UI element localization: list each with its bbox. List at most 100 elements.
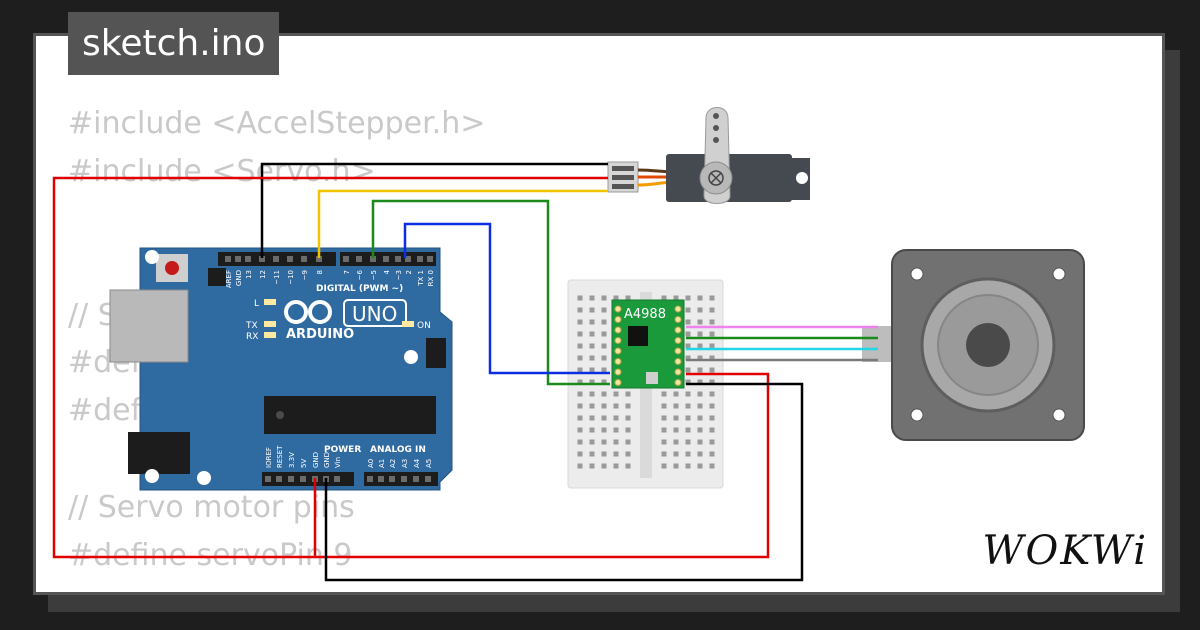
breadboard-hole bbox=[673, 439, 679, 445]
breadboard-hole bbox=[685, 391, 691, 397]
breadboard-hole bbox=[613, 295, 619, 301]
stepper-motor[interactable] bbox=[862, 249, 1085, 441]
breadboard-hole bbox=[685, 463, 691, 469]
pin-label: AREF bbox=[225, 270, 233, 288]
breadboard-hole bbox=[709, 355, 715, 361]
header-pin[interactable] bbox=[356, 256, 362, 262]
breadboard-hole bbox=[577, 319, 583, 325]
breadboard-hole bbox=[601, 379, 607, 385]
header-pin[interactable] bbox=[300, 476, 306, 482]
wire-servo-signal bbox=[317, 189, 608, 258]
driver-pin bbox=[674, 379, 682, 386]
breadboard-hole bbox=[625, 295, 631, 301]
header-pin[interactable] bbox=[334, 476, 340, 482]
power-analog-header[interactable] bbox=[262, 472, 438, 486]
power-jack bbox=[128, 432, 190, 474]
pin-label: GND bbox=[312, 452, 320, 468]
wokwi-logo: WOKWi bbox=[982, 528, 1148, 574]
wires bbox=[52, 162, 878, 582]
breadboard-hole bbox=[577, 367, 583, 373]
reset-button-cap[interactable] bbox=[165, 261, 179, 275]
header-pin[interactable] bbox=[405, 256, 411, 262]
driver-pin bbox=[674, 347, 682, 355]
digital-header[interactable] bbox=[218, 252, 436, 266]
servo-motor[interactable] bbox=[607, 107, 810, 204]
breadboard-hole bbox=[673, 295, 679, 301]
breadboard-hole bbox=[685, 451, 691, 457]
header-pin[interactable] bbox=[273, 256, 279, 262]
breadboard-hole bbox=[661, 415, 667, 421]
breadboard-hole bbox=[613, 451, 619, 457]
pin-label: ~3 bbox=[395, 270, 403, 280]
header-pin[interactable] bbox=[378, 476, 384, 482]
mount-hole bbox=[145, 469, 159, 483]
pin-label: 5V bbox=[300, 459, 308, 468]
breadboard-hole bbox=[661, 451, 667, 457]
breadboard-hole bbox=[685, 307, 691, 313]
header-pin[interactable] bbox=[288, 476, 294, 482]
arduino-brand-text: ARDUINO bbox=[286, 327, 354, 342]
breadboard-hole bbox=[577, 355, 583, 361]
breadboard-hole bbox=[589, 415, 595, 421]
breadboard-hole bbox=[613, 439, 619, 445]
code-line: // Servo motor pins bbox=[68, 490, 355, 525]
code-line: #include <Servo.h> bbox=[68, 154, 376, 189]
breadboard-hole bbox=[601, 331, 607, 337]
breadboard-hole bbox=[673, 391, 679, 397]
breadboard-hole bbox=[685, 427, 691, 433]
stepper-connector bbox=[862, 326, 896, 362]
header-pin[interactable] bbox=[427, 256, 433, 262]
breadboard-hole bbox=[709, 331, 715, 337]
breadboard-hole bbox=[577, 391, 583, 397]
header-pin[interactable] bbox=[301, 256, 307, 262]
breadboard-hole bbox=[613, 463, 619, 469]
header-pin[interactable] bbox=[367, 476, 373, 482]
header-pin[interactable] bbox=[259, 256, 265, 262]
a4988-driver[interactable]: A4988 bbox=[611, 299, 685, 389]
breadboard-hole bbox=[697, 439, 703, 445]
breadboard-hole bbox=[673, 427, 679, 433]
pin-label: ~11 bbox=[273, 270, 281, 285]
header-pin[interactable] bbox=[370, 256, 376, 262]
header-pin[interactable] bbox=[245, 256, 251, 262]
led-tx-label: TX bbox=[245, 321, 258, 331]
breadboard-hole bbox=[709, 367, 715, 373]
header-pin[interactable] bbox=[383, 256, 389, 262]
breadboard-hole bbox=[577, 451, 583, 457]
breadboard-hole bbox=[589, 355, 595, 361]
header-pin[interactable] bbox=[287, 256, 293, 262]
header-pin[interactable] bbox=[343, 256, 349, 262]
pin-label: ~6 bbox=[356, 269, 364, 280]
breadboard-hole bbox=[685, 439, 691, 445]
breadboard-hole bbox=[709, 427, 715, 433]
power-label: POWER bbox=[324, 445, 361, 455]
header-pin[interactable] bbox=[235, 256, 241, 262]
wire-step bbox=[403, 222, 610, 375]
breadboard-hole bbox=[577, 415, 583, 421]
pin-label: RESET bbox=[276, 445, 284, 468]
header-pin[interactable] bbox=[276, 476, 282, 482]
header-pin[interactable] bbox=[316, 256, 322, 262]
header-pin[interactable] bbox=[265, 476, 271, 482]
header-pin[interactable] bbox=[401, 476, 407, 482]
header-pin[interactable] bbox=[413, 476, 419, 482]
breadboard-hole bbox=[625, 403, 631, 409]
file-tab[interactable]: sketch.ino bbox=[68, 12, 280, 75]
breadboard-hole bbox=[709, 319, 715, 325]
breadboard-hole bbox=[577, 439, 583, 445]
header-pin[interactable] bbox=[425, 476, 431, 482]
uno-model-text: UNO bbox=[352, 302, 397, 326]
breadboard-hole bbox=[577, 343, 583, 349]
breadboard-hole bbox=[601, 427, 607, 433]
breadboard-hole bbox=[709, 295, 715, 301]
wire-servo-vcc bbox=[52, 176, 608, 559]
icsp-header bbox=[208, 268, 226, 286]
mount-hole bbox=[197, 471, 211, 485]
driver-potentiometer[interactable] bbox=[646, 372, 658, 384]
header-pin[interactable] bbox=[395, 256, 401, 262]
header-pin[interactable] bbox=[389, 476, 395, 482]
header-pin[interactable] bbox=[417, 256, 423, 262]
header-pin[interactable] bbox=[225, 256, 231, 262]
